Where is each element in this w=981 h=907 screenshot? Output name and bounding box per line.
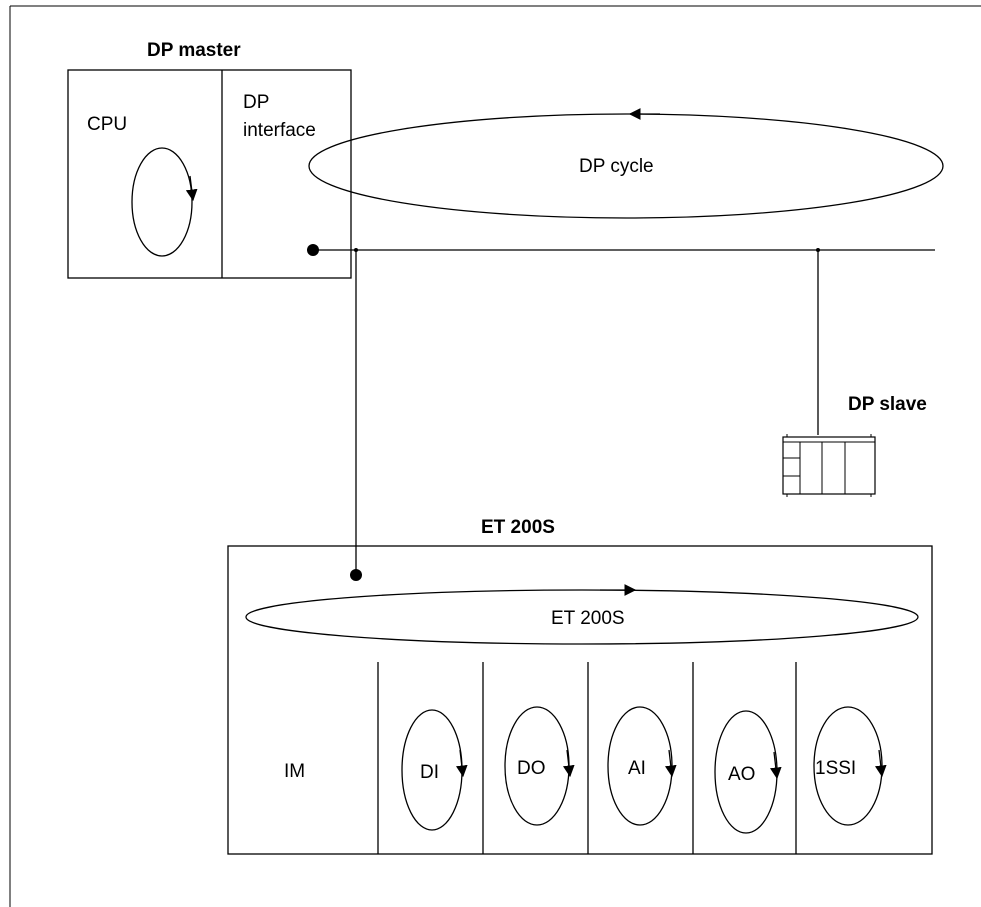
et200s-cycle-label: ET 200S (551, 608, 625, 629)
dp-master-title: DP master (147, 40, 241, 61)
module-1ssi-label: 1SSI (815, 758, 856, 779)
et200s-connection-dot (350, 569, 362, 581)
plc-rack-icon (782, 434, 876, 497)
profibus-line (307, 244, 935, 575)
et200s-box (227, 545, 933, 855)
cpu-cycle (131, 147, 198, 257)
dp-slave-title: DP slave (848, 394, 927, 415)
dp-master-box (67, 69, 352, 279)
dp-cycle: DP cycle (308, 108, 944, 219)
module-ao-cycle: AO (714, 710, 782, 834)
module-ao-label: AO (728, 764, 755, 785)
et200s-cycle: ET 200S (245, 584, 919, 645)
dp-interface-label-2: interface (243, 120, 316, 141)
dp-interface-label-1: DP (243, 92, 269, 113)
module-ai-label: AI (628, 758, 646, 779)
im-label: IM (284, 761, 305, 782)
module-di-cycle: DI (401, 709, 468, 831)
et200s-title: ET 200S (481, 517, 555, 538)
module-do-cycle: DO (504, 706, 575, 826)
dp-cycle-label: DP cycle (579, 156, 654, 177)
module-1ssi-cycle: 1SSI (813, 706, 887, 826)
cpu-label: CPU (87, 114, 127, 135)
module-di-label: DI (420, 762, 439, 783)
module-do-label: DO (517, 758, 546, 779)
module-ai-cycle: AI (607, 706, 677, 826)
